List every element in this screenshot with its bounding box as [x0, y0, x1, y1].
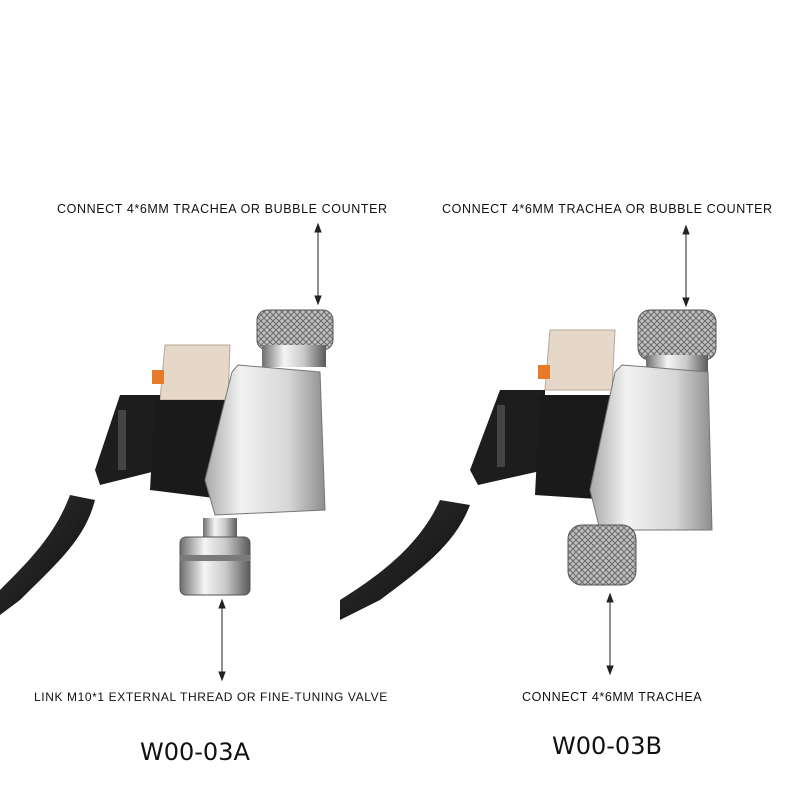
valve-a-bottom-nut: [179, 536, 251, 596]
valve-a-metal-body: [204, 364, 326, 516]
valve-b-model: W00-03B: [552, 732, 662, 760]
valve-a-bracket: [95, 395, 160, 485]
valve-b-top-label: CONNECT 4*6MM TRACHEA OR BUBBLE COUNTER: [442, 202, 773, 216]
valve-b-bracket: [470, 390, 545, 485]
valve-a-plug: [159, 344, 231, 401]
valve-b-top-nut: [637, 309, 717, 361]
valve-a: [0, 309, 334, 615]
valve-a-model: W00-03A: [140, 738, 250, 766]
valve-b: [340, 309, 717, 620]
arrow-b-bottom: [606, 592, 614, 676]
valve-a-cable: [0, 495, 95, 615]
valve-a-top-label: CONNECT 4*6MM TRACHEA OR BUBBLE COUNTER: [57, 202, 388, 216]
valve-a-top-nut: [256, 309, 334, 351]
valve-b-cable: [340, 500, 470, 620]
valve-b-bottom-nut: [567, 524, 637, 586]
valve-a-bottom-label: LINK M10*1 EXTERNAL THREAD OR FINE-TUNIN…: [34, 690, 388, 704]
arrow-b-top: [682, 224, 690, 308]
valve-b-bottom-label: CONNECT 4*6MM TRACHEA: [522, 690, 703, 704]
valve-b-coil: [535, 395, 612, 500]
valve-b-plug: [544, 329, 616, 391]
arrow-a-bottom: [218, 598, 226, 682]
arrow-a-top: [314, 222, 322, 306]
